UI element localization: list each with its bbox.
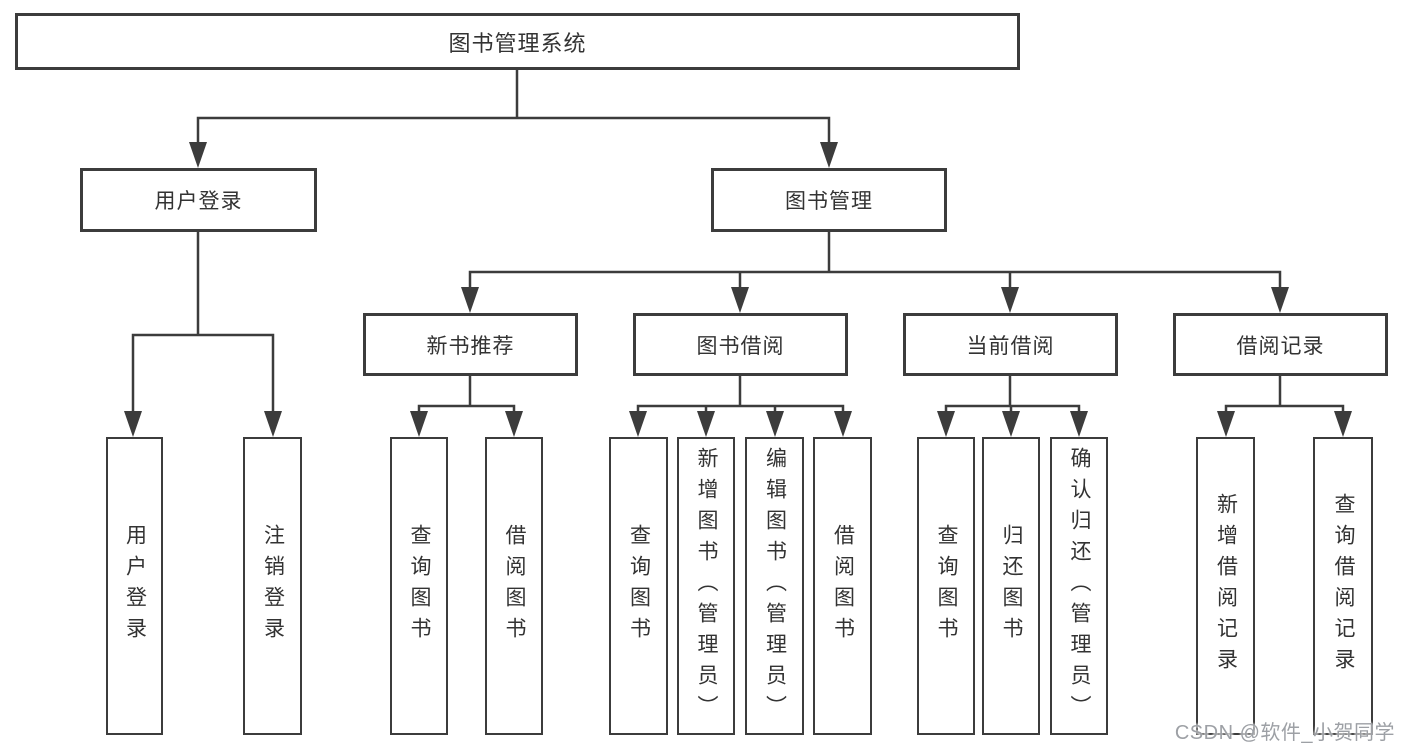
arrowhead bbox=[1271, 287, 1289, 313]
connector-records-to-leaves bbox=[1224, 374, 1345, 423]
leaf-label: 查询图书 bbox=[935, 524, 958, 648]
leaf-label: 查询图书 bbox=[627, 524, 651, 648]
leaf-label: 借阅图书 bbox=[831, 524, 855, 648]
leaf-box-query-borrow-record: 查询借阅记录 bbox=[1313, 437, 1373, 735]
arrowhead bbox=[461, 287, 479, 313]
node-box-book-management: 图书管理 bbox=[711, 168, 947, 232]
leaf-label: 新增借阅记录 bbox=[1214, 493, 1238, 679]
connector-recommend-to-leaves bbox=[417, 374, 516, 423]
node-box-current-borrow: 当前借阅 bbox=[903, 313, 1118, 376]
node-label: 图书管理 bbox=[785, 190, 873, 213]
leaf-box-query-books-borrow: 查询图书 bbox=[609, 437, 668, 735]
arrowhead bbox=[410, 411, 428, 437]
arrowhead bbox=[1217, 411, 1235, 437]
node-label: 借阅记录 bbox=[1236, 334, 1325, 358]
arrowhead bbox=[1002, 411, 1020, 437]
arrowhead bbox=[731, 287, 749, 313]
csdn-watermark: CSDN @软件_小贺同学 bbox=[1174, 722, 1395, 744]
arrowhead bbox=[505, 411, 523, 437]
arrowhead bbox=[766, 411, 784, 437]
leaf-label: 确认归还（管理员） bbox=[1068, 446, 1091, 726]
leaf-box-confirm-return-admin: 确认归还（管理员） bbox=[1050, 437, 1108, 735]
arrowhead bbox=[937, 411, 955, 437]
leaf-label: 编辑图书（管理员） bbox=[763, 446, 787, 726]
leaf-box-user-login: 用户登录 bbox=[106, 437, 163, 735]
arrowhead bbox=[1070, 411, 1088, 437]
node-box-book-borrow: 图书借阅 bbox=[633, 313, 848, 376]
node-label: 图书管理系统 bbox=[448, 30, 587, 56]
leaf-box-logout: 注销登录 bbox=[243, 437, 302, 735]
node-box-user-login: 用户登录 bbox=[80, 168, 317, 232]
arrowhead bbox=[697, 411, 715, 437]
leaf-box-borrow-books-recommend: 借阅图书 bbox=[485, 437, 543, 735]
arrowhead bbox=[124, 411, 142, 437]
leaf-label: 借阅图书 bbox=[503, 524, 526, 648]
leaf-box-query-books-current: 查询图书 bbox=[917, 437, 975, 735]
node-box-system-root: 图书管理系统 bbox=[15, 13, 1020, 70]
leaf-label: 归还图书 bbox=[1000, 524, 1023, 648]
leaf-box-query-books-recommend: 查询图书 bbox=[390, 437, 448, 735]
node-label: 新书推荐 bbox=[426, 334, 515, 358]
arrowhead bbox=[189, 142, 207, 168]
connector-root-to-level2 bbox=[196, 68, 831, 154]
arrowhead bbox=[1334, 411, 1352, 437]
arrowhead bbox=[1001, 287, 1019, 313]
leaf-box-add-borrow-record: 新增借阅记录 bbox=[1196, 437, 1255, 735]
connector-bookmgmt-to-level3 bbox=[468, 230, 1282, 299]
leaf-box-add-book-admin: 新增图书（管理员） bbox=[677, 437, 735, 735]
arrowhead bbox=[629, 411, 647, 437]
leaf-box-edit-book-admin: 编辑图书（管理员） bbox=[745, 437, 804, 735]
leaf-label: 注销登录 bbox=[261, 524, 285, 648]
arrowhead bbox=[264, 411, 282, 437]
leaf-label: 查询借阅记录 bbox=[1332, 493, 1355, 679]
leaf-box-borrow-books: 借阅图书 bbox=[813, 437, 872, 735]
leaf-label: 查询图书 bbox=[408, 524, 431, 648]
node-label: 当前借阅 bbox=[966, 334, 1055, 358]
arrowhead bbox=[820, 142, 838, 168]
node-box-borrow-records: 借阅记录 bbox=[1173, 313, 1388, 376]
node-box-new-book-recommend: 新书推荐 bbox=[363, 313, 578, 376]
leaf-box-return-books: 归还图书 bbox=[982, 437, 1040, 735]
connector-userlogin-to-leaves bbox=[131, 230, 275, 423]
leaf-label: 新增图书（管理员） bbox=[695, 446, 718, 726]
node-label: 图书借阅 bbox=[696, 334, 785, 358]
arrowhead bbox=[834, 411, 852, 437]
node-label: 用户登录 bbox=[154, 190, 243, 213]
connector-borrow-to-leaves bbox=[636, 374, 845, 423]
leaf-label: 用户登录 bbox=[123, 524, 147, 648]
